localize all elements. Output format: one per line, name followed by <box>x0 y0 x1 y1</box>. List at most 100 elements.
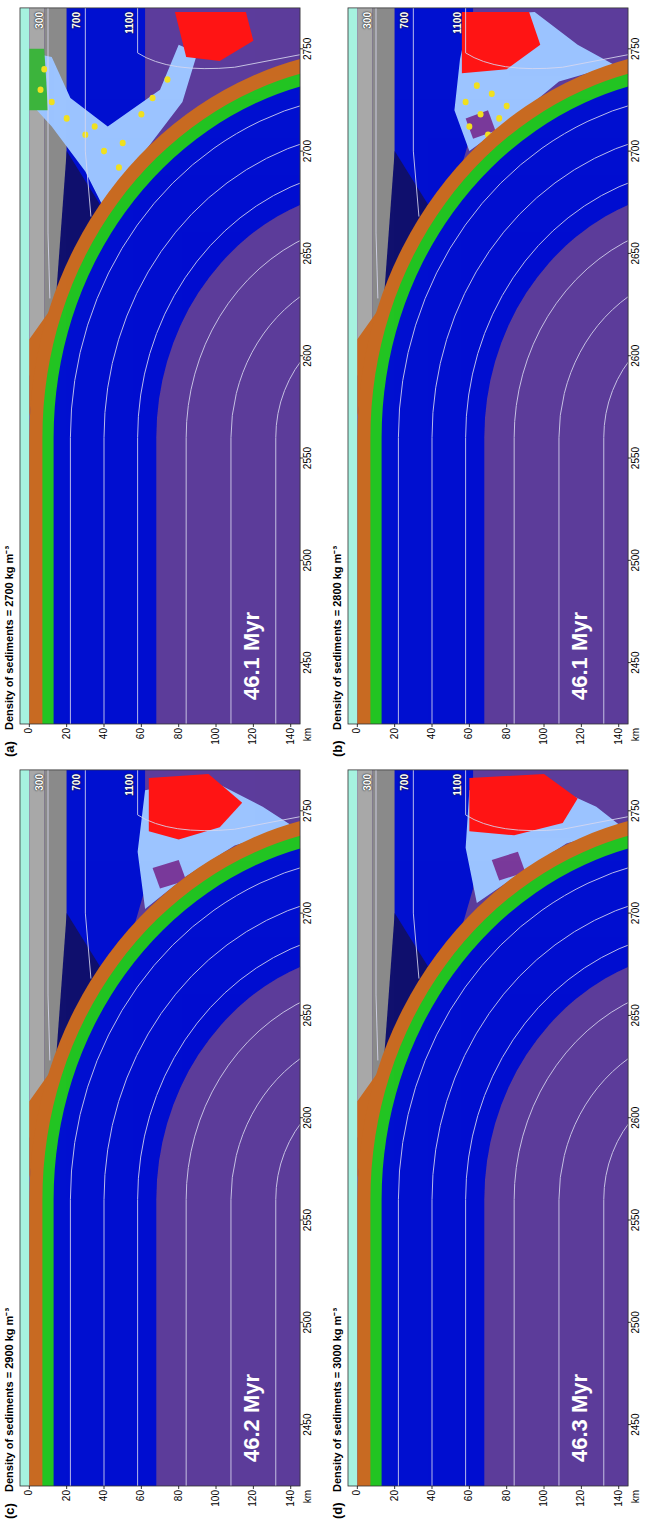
distance-tick: 2700 <box>303 140 313 162</box>
distance-tick: 2550 <box>631 447 641 469</box>
time-label: 46.3 Myr <box>569 1374 591 1462</box>
plot-coords <box>20 8 300 724</box>
sediment-layer <box>29 57 300 724</box>
distance-tick: 2550 <box>303 447 313 469</box>
depth-tick: 140 <box>614 728 624 745</box>
tick-mark <box>469 1486 470 1489</box>
depth-tick: 100 <box>211 1490 221 1507</box>
tick-mark <box>290 724 291 727</box>
isotherm-label: 1100 <box>125 12 135 34</box>
isotherm-line <box>376 8 378 299</box>
tick-mark <box>394 1486 395 1489</box>
isotherm-line <box>514 236 628 724</box>
time-label: 46.1 Myr <box>569 612 591 700</box>
tick-mark <box>432 724 433 727</box>
isotherm-line <box>231 1053 300 1486</box>
isotherm-line <box>559 1053 628 1486</box>
sediment-layer <box>357 57 628 724</box>
depth-tick: 0 <box>24 1490 34 1496</box>
isotherm-line <box>70 103 300 724</box>
tick-mark <box>357 724 358 727</box>
melt-dot <box>466 123 472 130</box>
isotherm-line <box>398 865 628 1486</box>
isotherm-line <box>398 103 628 724</box>
wedge-material <box>175 12 253 61</box>
distance-tick: 2600 <box>631 1107 641 1129</box>
depth-tick: 20 <box>62 1490 72 1501</box>
wedge-material <box>469 774 577 835</box>
plot-coords <box>20 770 300 1486</box>
melt-dot <box>496 115 502 122</box>
model-panel: (d)Density of sediments = 3000 kg m⁻³46.… <box>328 762 656 1522</box>
depth-tick: 120 <box>576 1490 586 1507</box>
tick-mark <box>618 1486 619 1489</box>
distance-tick: 2650 <box>631 242 641 264</box>
melt-dot <box>38 86 44 93</box>
plot-coords <box>348 8 628 724</box>
tick-mark <box>29 1486 30 1489</box>
distance-tick: 2750 <box>631 800 641 822</box>
depth-tick: 120 <box>248 1490 258 1507</box>
isotherm-line <box>432 141 628 724</box>
tick-mark <box>357 1486 358 1489</box>
oceanic-crust <box>370 71 628 724</box>
melt-dot <box>150 95 156 102</box>
slab-lithosphere <box>382 846 628 1486</box>
sediment-layer <box>29 819 300 1486</box>
slab-lithosphere <box>54 84 300 724</box>
melt-dot <box>92 123 98 130</box>
sediment-layer <box>357 819 628 1486</box>
isotherm-line <box>466 770 628 831</box>
isotherm-line <box>85 770 91 979</box>
oceanic-crust <box>42 833 300 1486</box>
depth-tick: 0 <box>24 728 34 734</box>
melt-dot <box>504 103 510 110</box>
isotherm-line <box>231 291 300 724</box>
melt-dot <box>41 66 47 73</box>
model-section <box>328 0 656 760</box>
plot-area <box>348 770 628 1486</box>
depth-tick: 100 <box>211 728 221 745</box>
depth-tick: 60 <box>464 1490 474 1501</box>
model-panel: (b)Density of sediments = 2800 kg m⁻³46.… <box>328 0 656 760</box>
depth-tick: 140 <box>286 1490 296 1507</box>
depth-tick: 20 <box>390 728 400 739</box>
asthenosphere <box>348 8 628 724</box>
isotherm-label: 700 <box>400 774 410 791</box>
tick-mark <box>66 1486 67 1489</box>
upper-crust <box>357 770 372 1138</box>
distance-tick: 2750 <box>303 38 313 60</box>
depth-tick: 20 <box>62 728 72 739</box>
wedge-material <box>29 49 48 110</box>
depth-tick: 0 <box>352 728 362 734</box>
distance-tick: 2500 <box>303 549 313 571</box>
asthenosphere <box>20 770 300 1486</box>
isotherm-line <box>138 8 300 69</box>
depth-tick: 20 <box>390 1490 400 1501</box>
distance-tick: 2500 <box>631 1311 641 1333</box>
distance-tick: 2600 <box>303 1107 313 1129</box>
isotherm-label: 300 <box>363 774 373 791</box>
isotherm-line <box>604 1113 628 1486</box>
oceanic-crust <box>370 833 628 1486</box>
oceanic-crust <box>42 71 300 724</box>
tick-mark <box>432 1486 433 1489</box>
depth-tick: 40 <box>427 728 437 739</box>
isotherm-line <box>48 8 50 299</box>
depth-tick: 60 <box>464 728 474 739</box>
distance-tick: 2650 <box>303 1004 313 1026</box>
plot-area <box>348 8 628 724</box>
isotherm-line <box>413 770 419 979</box>
isotherm-line <box>466 179 628 724</box>
distance-tick: 2600 <box>631 345 641 367</box>
panel-title: Density of sediments = 2900 kg m⁻³ <box>4 1308 15 1492</box>
model-section <box>328 762 656 1522</box>
distance-tick: 2450 <box>631 652 641 674</box>
isotherm-line <box>138 179 300 724</box>
tick-mark <box>290 1486 291 1489</box>
isotherm-line <box>413 8 419 217</box>
panel-letter: (d) <box>331 1502 344 1519</box>
tick-mark <box>506 1486 507 1489</box>
isotherm-label: 1100 <box>453 774 463 796</box>
plot-coords <box>348 770 628 1486</box>
